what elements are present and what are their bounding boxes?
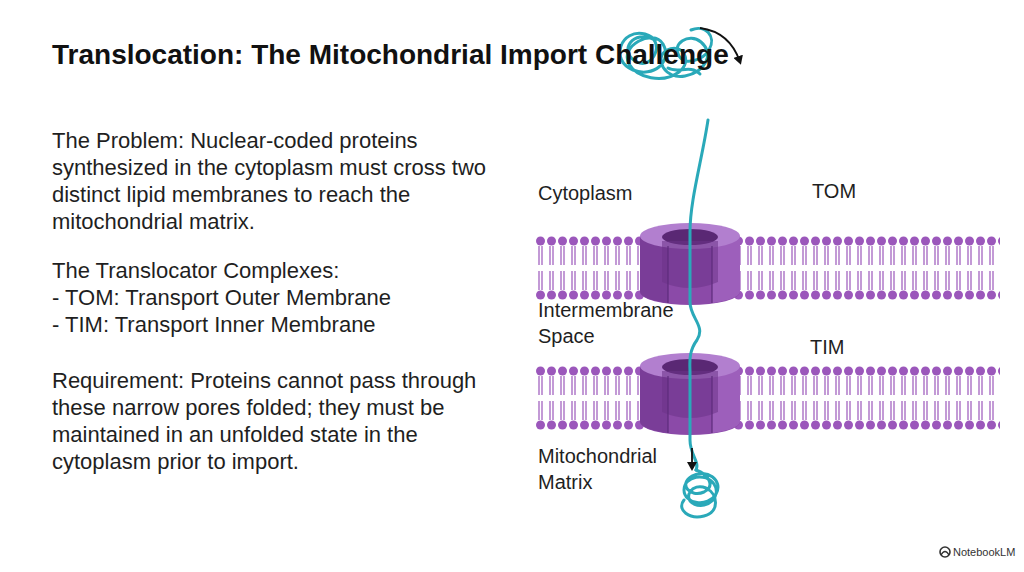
translocator-pore: TOM	[638, 222, 742, 308]
inner-membrane	[535, 366, 1000, 430]
body-heading: The Translocator Complexes:	[52, 257, 507, 284]
refolded-protein	[682, 470, 718, 517]
translocator-pore: TIM	[638, 352, 742, 438]
pore-shape	[638, 352, 742, 438]
list-item: - TIM: Transport Inner Membrane	[52, 311, 507, 338]
matrix-arrow	[691, 448, 693, 468]
body-paragraph: The Problem: Nuclear-coded proteins synt…	[52, 127, 507, 235]
pore-shape	[638, 222, 742, 308]
compartment-label: Mitochondrial Matrix	[538, 443, 688, 495]
watermark: NotebookLM	[953, 545, 1023, 559]
body-paragraph: Requirement: Proteins cannot pass throug…	[52, 367, 512, 475]
slide-title: Translocation: The Mitochondrial Import …	[52, 38, 729, 72]
list-item: - TOM: Transport Outer Membrane	[52, 284, 507, 311]
complex-label: TIM	[810, 336, 844, 359]
notebooklm-logo	[940, 547, 950, 557]
outer-membrane	[535, 236, 1000, 300]
compartment-label: Cytoplasm	[538, 180, 698, 206]
complex-label: TOM	[812, 180, 856, 203]
compartment-label: Intermembrane Space	[538, 297, 688, 349]
